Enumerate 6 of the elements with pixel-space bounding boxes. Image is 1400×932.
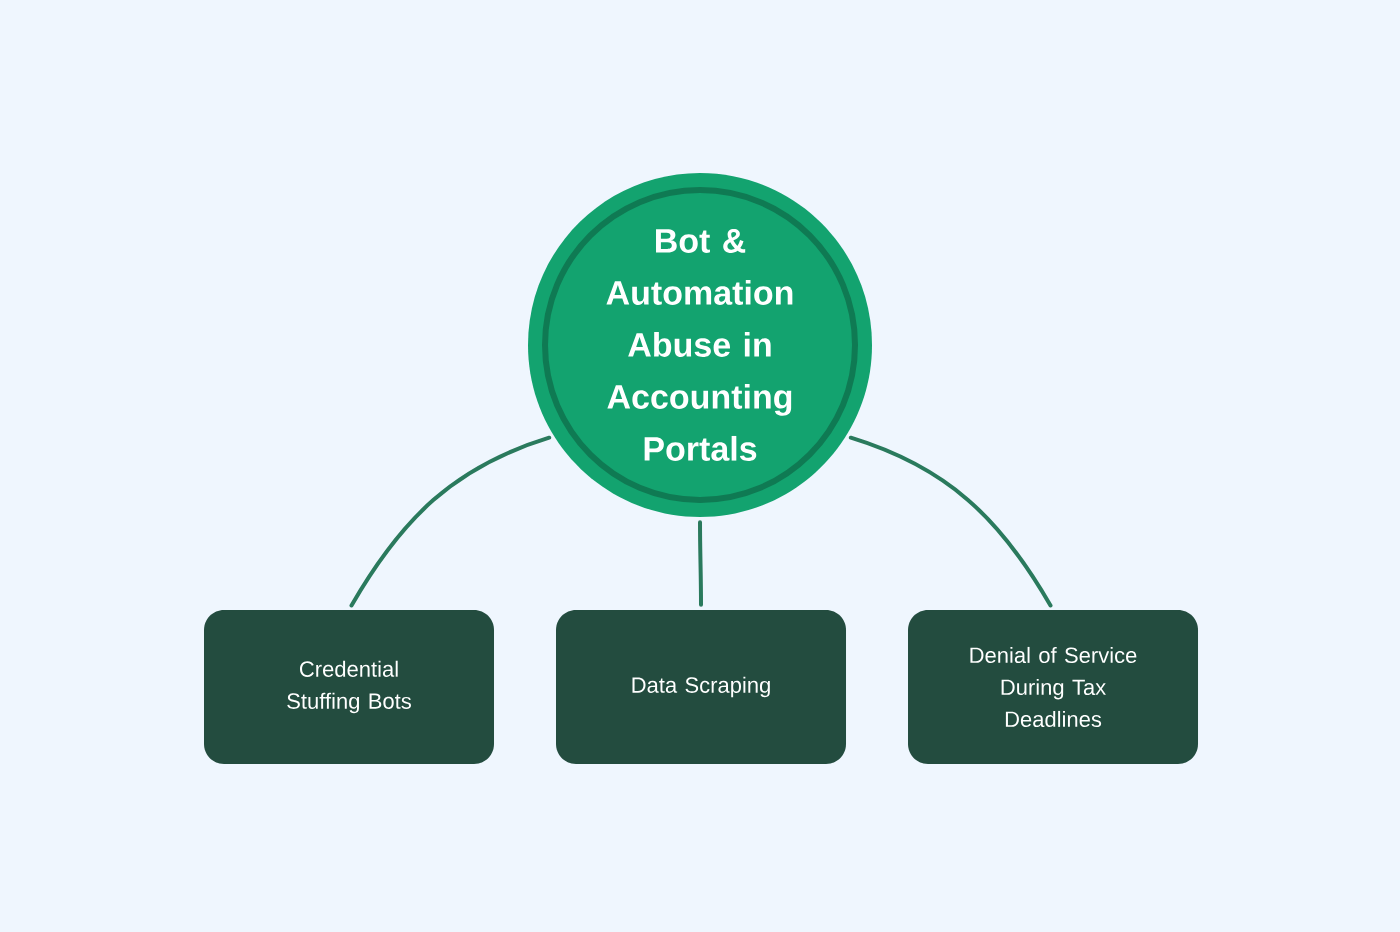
category-box: Credential Stuffing Bots: [204, 610, 494, 764]
connector-line: [848, 435, 1053, 608]
connector-line: [349, 435, 552, 608]
category-box: Data Scraping: [556, 610, 846, 764]
category-box: Denial of Service During Tax Deadlines: [908, 610, 1198, 764]
connector-line: [698, 520, 703, 607]
